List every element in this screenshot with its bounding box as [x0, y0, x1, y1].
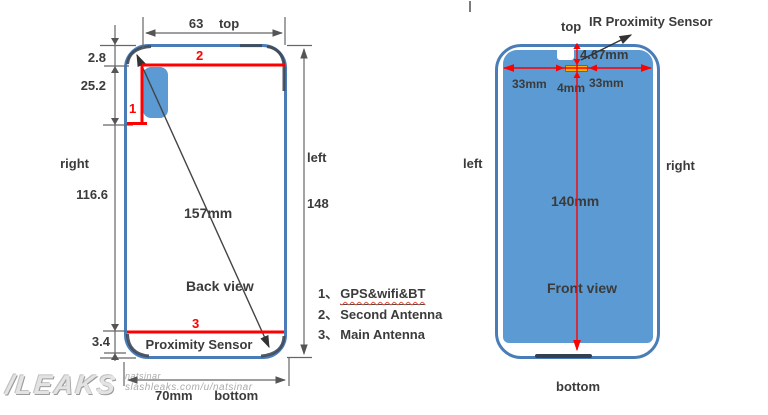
back-right-side-label: right — [60, 156, 89, 171]
front-left-side-label: left — [463, 156, 483, 171]
front-view-title: Front view — [547, 280, 618, 296]
legend-item-main-antenna: 3、 Main Antenna — [318, 325, 442, 345]
legend-label-3: Main Antenna — [340, 327, 425, 342]
ir-sensor-shape — [565, 65, 588, 72]
back-top-side-label: top — [218, 16, 240, 31]
legend-label-1: GPS&wifi&BT — [340, 284, 426, 305]
proximity-sensor-label: Proximity Sensor — [145, 337, 253, 352]
front-dim-33-left: 33mm — [512, 77, 547, 91]
back-view-title: Back view — [186, 278, 254, 294]
legend-num-3: 3、 — [318, 327, 339, 342]
legend-item-second-antenna: 2、 Second Antenna — [318, 305, 442, 325]
legend-item-gps: 1、 GPS&wifi&BT — [318, 284, 442, 305]
legend-label-2: Second Antenna — [340, 307, 443, 322]
back-left-side-label: left — [307, 150, 327, 165]
front-screen-fill — [503, 50, 653, 343]
back-top-dim-value: 63 — [188, 16, 204, 31]
back-chain-arrowheads — [111, 38, 119, 360]
watermark-url: slashleaks.com/u/natsinar — [125, 382, 253, 393]
watermark-username: natsinar — [125, 371, 162, 381]
legend-num-1: 1、 — [318, 286, 339, 301]
back-dim-116-6: 116.6 — [76, 187, 108, 202]
front-dim-33-right: 33mm — [589, 76, 624, 90]
back-bottom-dim-value: 70mm — [155, 388, 193, 403]
antenna-marker-1: 1 — [129, 101, 137, 116]
back-top-dimension: 63 top — [143, 16, 285, 31]
front-top-side-label: top — [561, 19, 582, 34]
back-diagonal-label: 157mm — [184, 205, 233, 221]
antenna-marker-2: 2 — [196, 48, 204, 63]
antenna-marker-3: 3 — [192, 316, 200, 331]
back-dim-3-4: 3.4 — [91, 334, 110, 349]
back-bottom-side-label: bottom — [214, 388, 259, 403]
front-dim-140: 140mm — [551, 193, 600, 209]
front-notch — [557, 50, 574, 60]
camera-cutout — [143, 67, 168, 118]
back-dim-2-8: 2.8 — [87, 50, 106, 65]
front-bottom-bar — [535, 354, 592, 358]
ir-proximity-sensor-label: IR Proximity Sensor — [589, 14, 713, 29]
legend-num-2: 2、 — [318, 307, 339, 322]
front-dim-4: 4mm — [557, 81, 586, 95]
antenna-legend: 1、 GPS&wifi&BT 2、 Second Antenna 3、 Main… — [318, 284, 442, 345]
front-right-side-label: right — [666, 158, 695, 173]
back-dim-148: 148 — [307, 196, 329, 211]
front-bottom-side-label: bottom — [556, 379, 601, 394]
front-dim-4-67: 4.67mm — [580, 47, 629, 62]
back-bottom-dimension: 70mm bottom — [155, 388, 258, 403]
slashleaks-logo: /LEAKS — [4, 370, 119, 400]
back-dim-25-2: 25.2 — [80, 78, 106, 93]
